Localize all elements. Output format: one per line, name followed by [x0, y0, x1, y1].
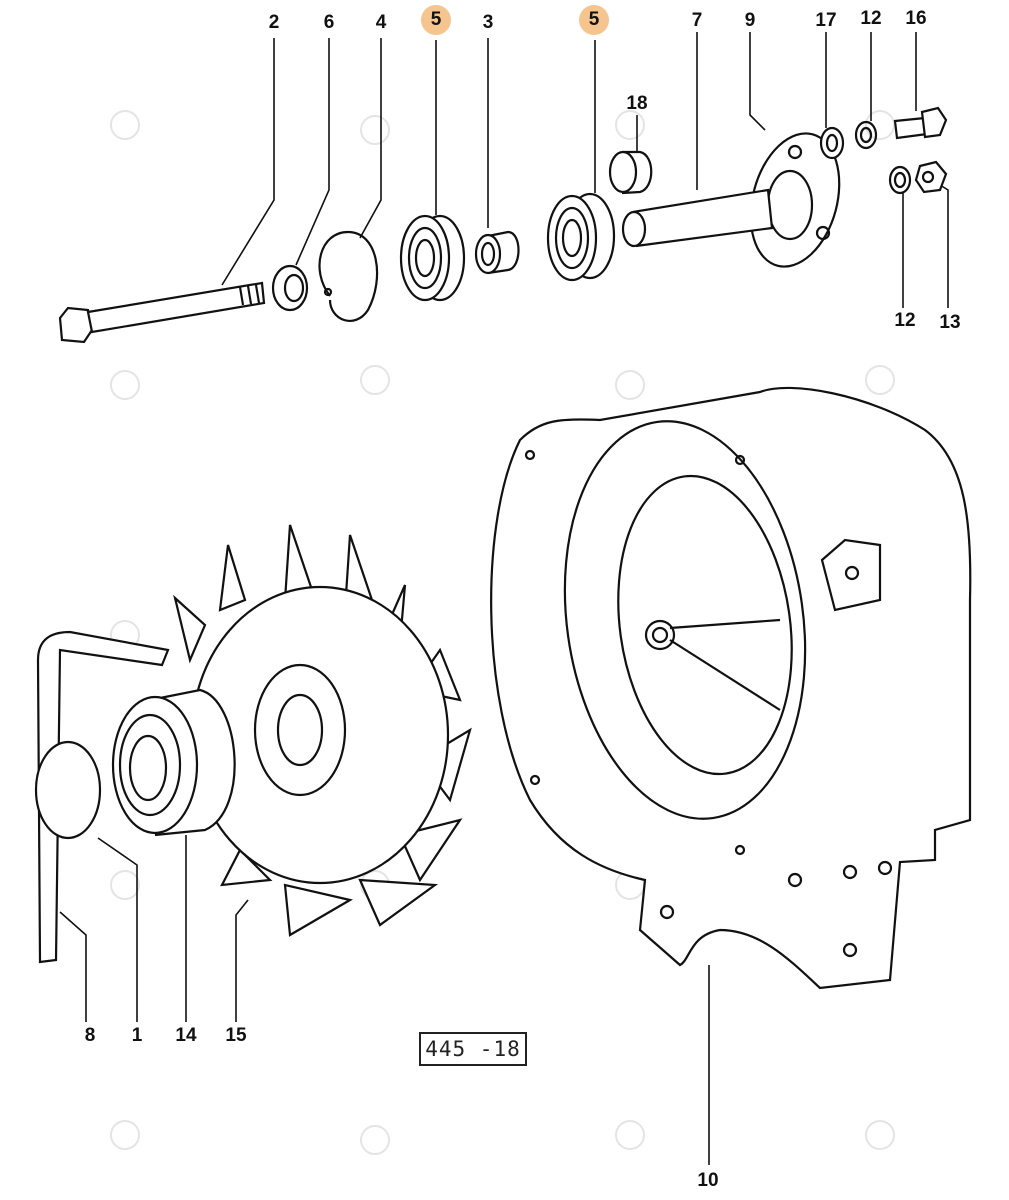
part-circlip	[318, 230, 379, 322]
part-bushing	[608, 150, 653, 195]
callout-3[interactable]: 3	[482, 12, 494, 33]
callout-1[interactable]: 1	[131, 1025, 143, 1046]
callout-12[interactable]: 12	[860, 8, 882, 29]
part-fan-housing	[490, 386, 972, 990]
callout-5-highlighted[interactable]: 5	[579, 5, 609, 35]
callout-17[interactable]: 17	[815, 10, 837, 31]
callout-16[interactable]: 16	[905, 8, 927, 29]
callout-9[interactable]: 9	[744, 10, 756, 31]
part-cap	[34, 740, 102, 840]
part-shaft-flange	[621, 132, 841, 268]
callout-14[interactable]: 14	[175, 1025, 197, 1046]
part-fasteners	[819, 106, 948, 195]
callout-15[interactable]: 15	[225, 1025, 247, 1046]
callout-6[interactable]: 6	[323, 12, 335, 33]
callout-4[interactable]: 4	[375, 12, 387, 33]
part-bearing-1	[399, 214, 466, 302]
callout-5-highlighted[interactable]: 5	[421, 5, 451, 35]
callout-8[interactable]: 8	[84, 1025, 96, 1046]
part-fan	[173, 524, 472, 937]
callout-10[interactable]: 10	[697, 1170, 719, 1191]
callout-13[interactable]: 13	[939, 312, 961, 333]
callout-18[interactable]: 18	[626, 93, 648, 114]
callout-7[interactable]: 7	[691, 10, 703, 31]
callout-12[interactable]: 12	[894, 310, 916, 331]
part-bolt	[58, 281, 266, 344]
part-bearing-2	[546, 192, 616, 282]
part-sleeve	[474, 230, 520, 275]
callout-2[interactable]: 2	[268, 12, 280, 33]
part-pulley-hub	[111, 688, 236, 837]
leader-lines	[59, 32, 949, 1165]
part-spacer	[271, 264, 309, 312]
diagram-reference-code: 445 -18	[419, 1032, 527, 1066]
